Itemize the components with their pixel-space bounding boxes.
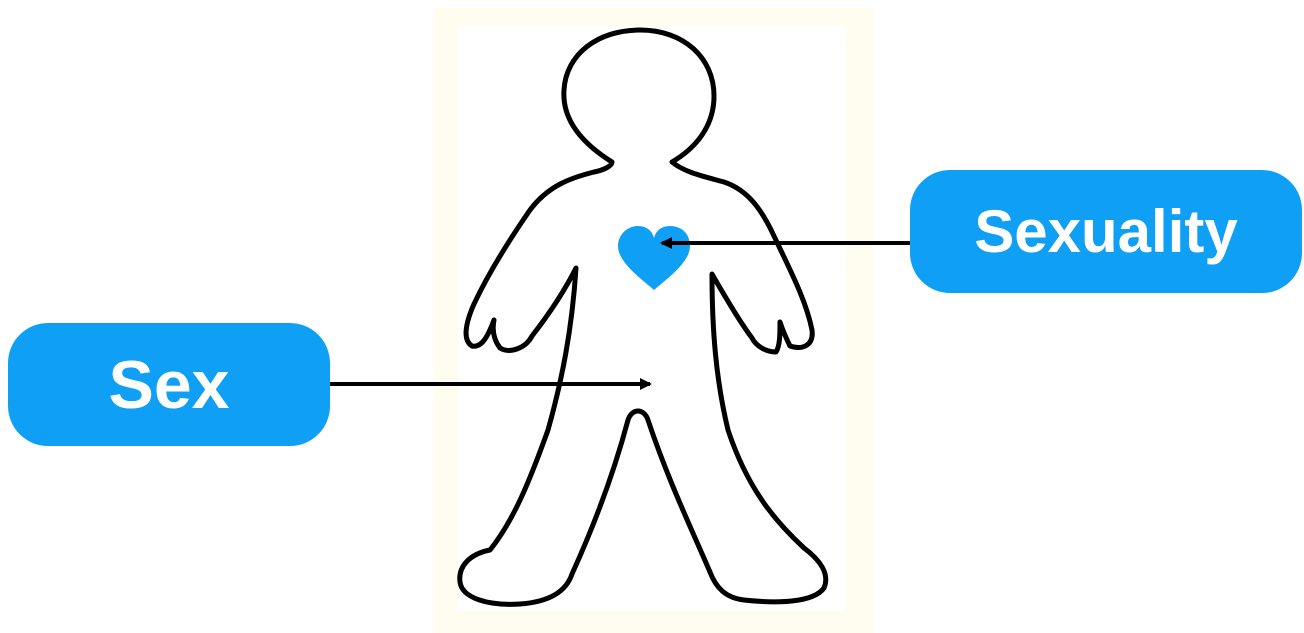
sex-label-box: Sex (8, 323, 330, 446)
sexuality-label: Sexuality (974, 197, 1237, 266)
sex-label: Sex (109, 346, 230, 424)
sexuality-label-box: Sexuality (910, 170, 1302, 293)
